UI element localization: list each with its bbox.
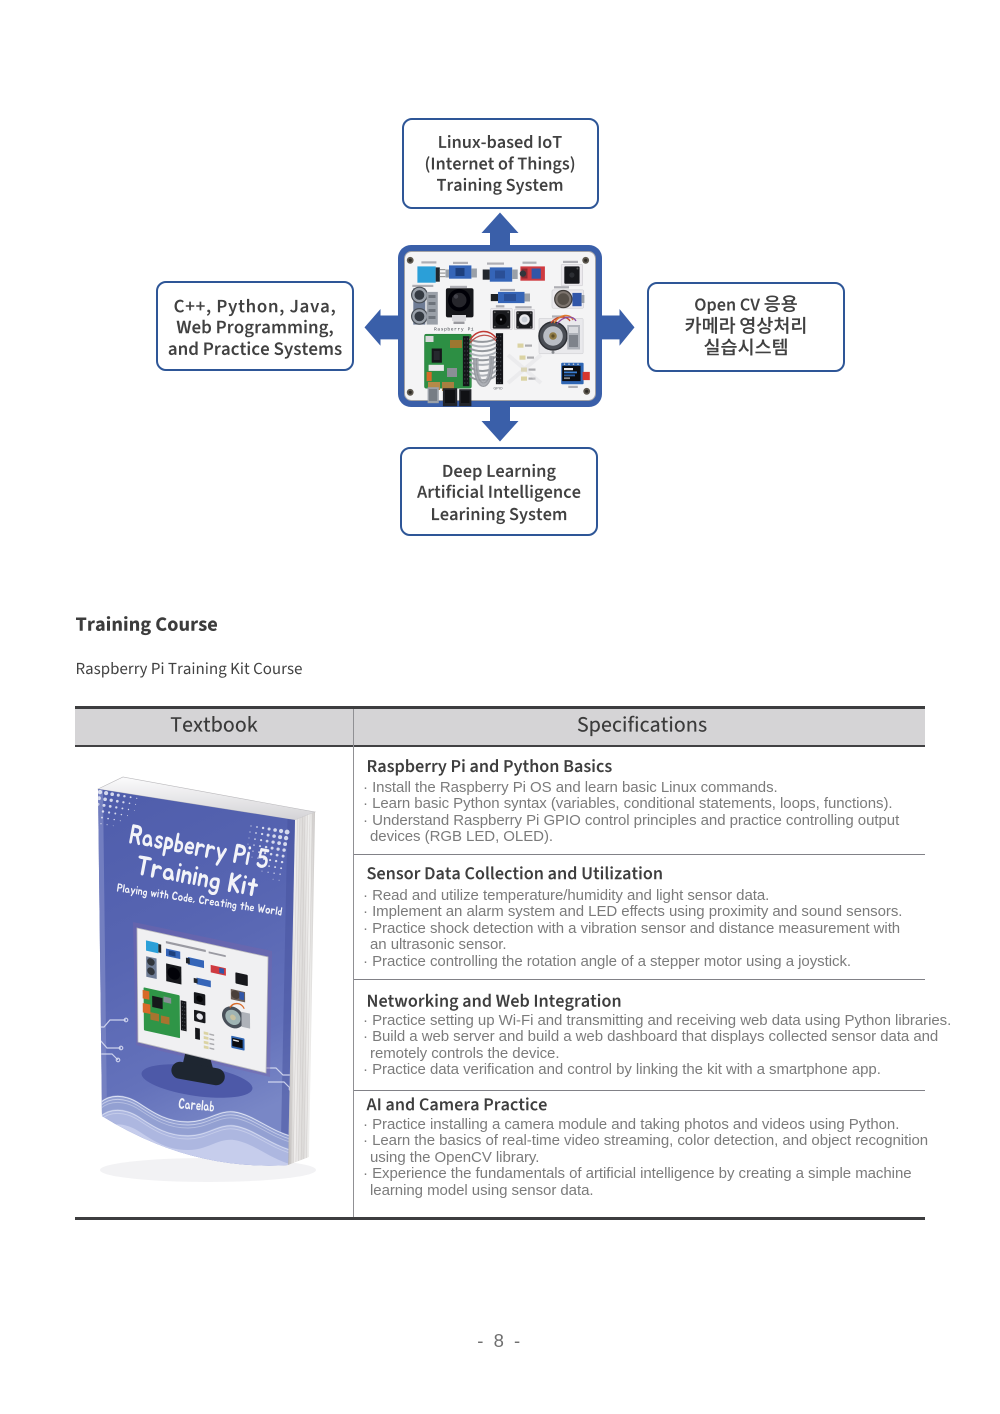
svg-text:Raspberry Pi: Raspberry Pi [434,327,474,333]
svg-text:GPIO: GPIO [494,387,503,391]
